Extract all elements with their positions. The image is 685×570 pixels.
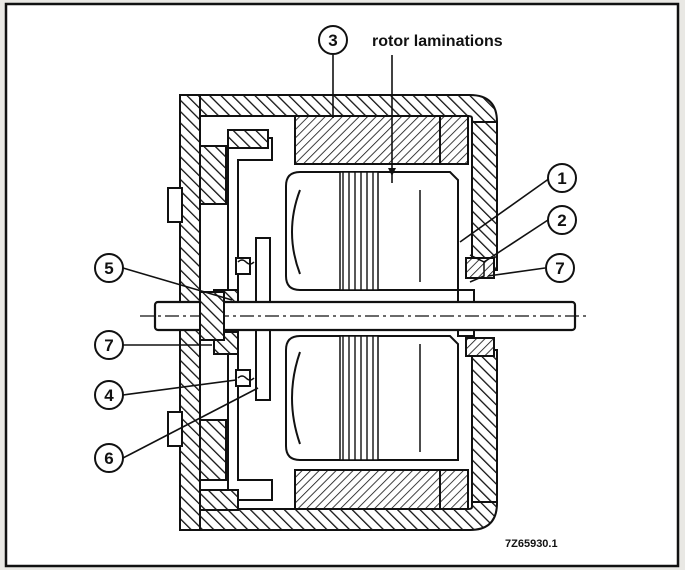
svg-text:7: 7: [555, 259, 564, 278]
callout-2: 2: [547, 205, 577, 235]
figure-code: 7Z65930.1: [505, 538, 558, 550]
leader-lines: [122, 55, 551, 459]
housing-right-wall-upper: [471, 121, 498, 271]
shaft: [140, 291, 590, 341]
svg-text:3: 3: [328, 31, 337, 50]
stator: [294, 115, 469, 510]
stator-bottom-tooth: [439, 469, 469, 510]
svg-text:7: 7: [104, 336, 113, 355]
rotor-laminations-upper: [339, 171, 379, 291]
rotor: [285, 171, 459, 461]
stator-top-tooth: [439, 115, 469, 165]
callout-1: 1: [547, 163, 577, 193]
callout-4: 4: [94, 380, 124, 410]
callout-7-left: 7: [94, 330, 124, 360]
bolt-stud-lower: [167, 411, 183, 447]
bolt-stud-upper: [167, 187, 183, 223]
svg-text:1: 1: [557, 169, 566, 188]
bearing-lower: [465, 337, 495, 357]
svg-text:4: 4: [104, 386, 114, 405]
callout-5: 5: [94, 253, 124, 283]
callout-6: 6: [94, 443, 124, 473]
svg-text:5: 5: [104, 259, 113, 278]
svg-text:6: 6: [104, 449, 113, 468]
svg-text:2: 2: [557, 211, 566, 230]
callout-3: 3: [318, 25, 348, 55]
housing-right-wall-lower: [471, 349, 498, 503]
rotor-laminations-label: rotor laminations: [372, 33, 503, 50]
callout-7-right: 7: [545, 253, 575, 283]
rotor-laminations-arrow: [388, 168, 396, 176]
stator-bottom: [294, 469, 441, 510]
stator-top: [294, 115, 441, 165]
rotor-laminations-lower: [339, 335, 379, 461]
